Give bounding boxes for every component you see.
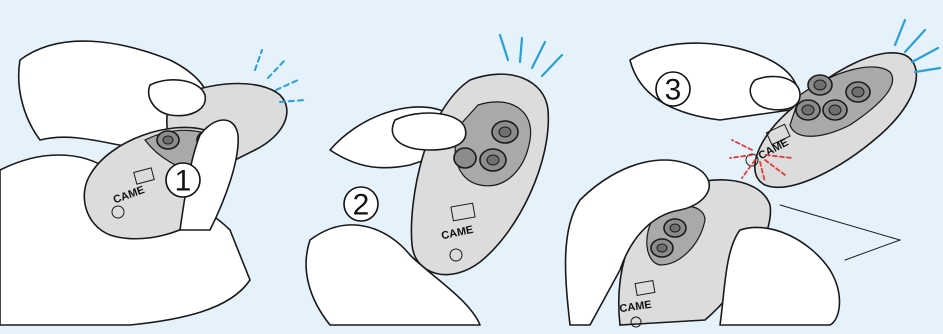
step-2-badge: 2 [344,187,378,222]
step-2-number: 2 [353,189,370,222]
step-2-button-center [487,155,499,165]
step-3-upper-thumb [750,76,800,109]
step-3-badge: 3 [656,72,690,107]
step-1-number: 1 [175,165,192,198]
step-3-panel: CAME CAME [566,20,940,327]
step-3-button-center [802,105,814,115]
step-1-button-center [163,136,173,144]
step-1-panel: CAME 1 [0,41,305,325]
step-2-finger [392,113,465,150]
step-3-button-center [852,87,864,97]
step-2-button-center [499,127,511,137]
step-2-button [454,148,476,168]
step-3-button-center [829,105,841,115]
step-3-lower-button-center [670,224,680,232]
step-3-right-hand [720,227,839,325]
step-2-panel: CAME 2 [306,35,562,325]
step-3-button-center [814,80,826,90]
step-3-lower-button-center [657,244,667,252]
step-1-badge: 1 [166,163,200,198]
step-2-signal-waves [500,35,562,76]
step-3-number: 3 [665,74,682,107]
